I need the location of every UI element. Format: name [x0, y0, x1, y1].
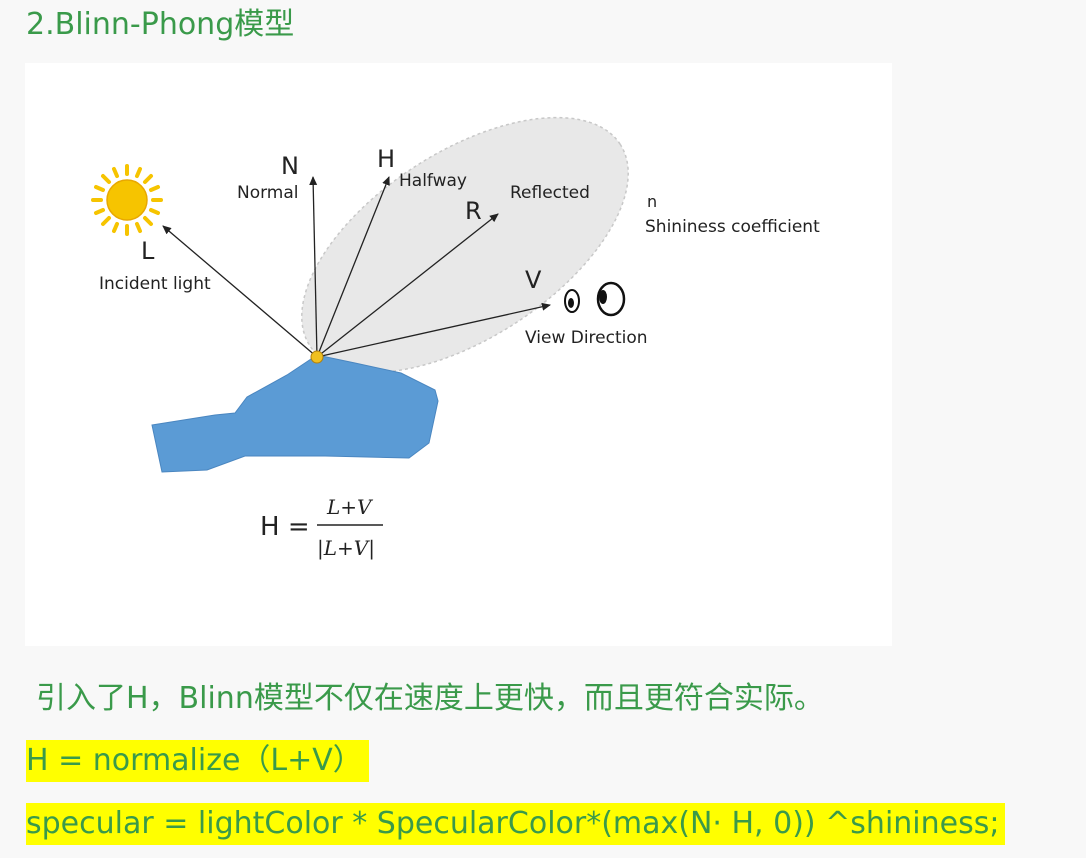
label-normal: Normal: [237, 183, 299, 203]
formula-denominator: |L+V|: [317, 536, 375, 561]
formula-numerator: L+V: [326, 495, 374, 519]
formula-lhs: H =: [260, 512, 310, 542]
section-heading: 2.Blinn-Phong模型: [26, 4, 294, 46]
code-line-specular: specular = lightColor * SpecularColor*(m…: [26, 803, 1005, 845]
label-incident: Incident light: [99, 274, 211, 294]
label-l-upper: L: [141, 237, 155, 265]
sun-icon: [93, 166, 161, 234]
label-h-upper: H: [377, 145, 395, 173]
blinn-phong-diagram: N Normal H Halfway R Reflected n Shinine…: [25, 63, 892, 646]
surface-point: [311, 351, 323, 363]
diagram-svg: N Normal H Halfway R Reflected n Shinine…: [25, 63, 892, 646]
label-v-upper: V: [525, 266, 542, 294]
intro-paragraph: 引入了H，Blinn模型不仅在速度上更快，而且更符合实际。: [36, 678, 824, 720]
label-reflected: Reflected: [510, 183, 590, 203]
code-line-halfway: H = normalize（L+V）: [26, 740, 369, 782]
label-halfway: Halfway: [399, 171, 467, 191]
label-view-direction: View Direction: [525, 328, 648, 348]
label-n-lower: n: [647, 192, 657, 211]
eye-icon: [565, 283, 624, 315]
label-r-upper: R: [465, 197, 482, 225]
label-n-upper: N: [281, 152, 299, 180]
surface-shape: [152, 355, 438, 472]
label-shininess: Shininess coefficient: [645, 217, 820, 237]
